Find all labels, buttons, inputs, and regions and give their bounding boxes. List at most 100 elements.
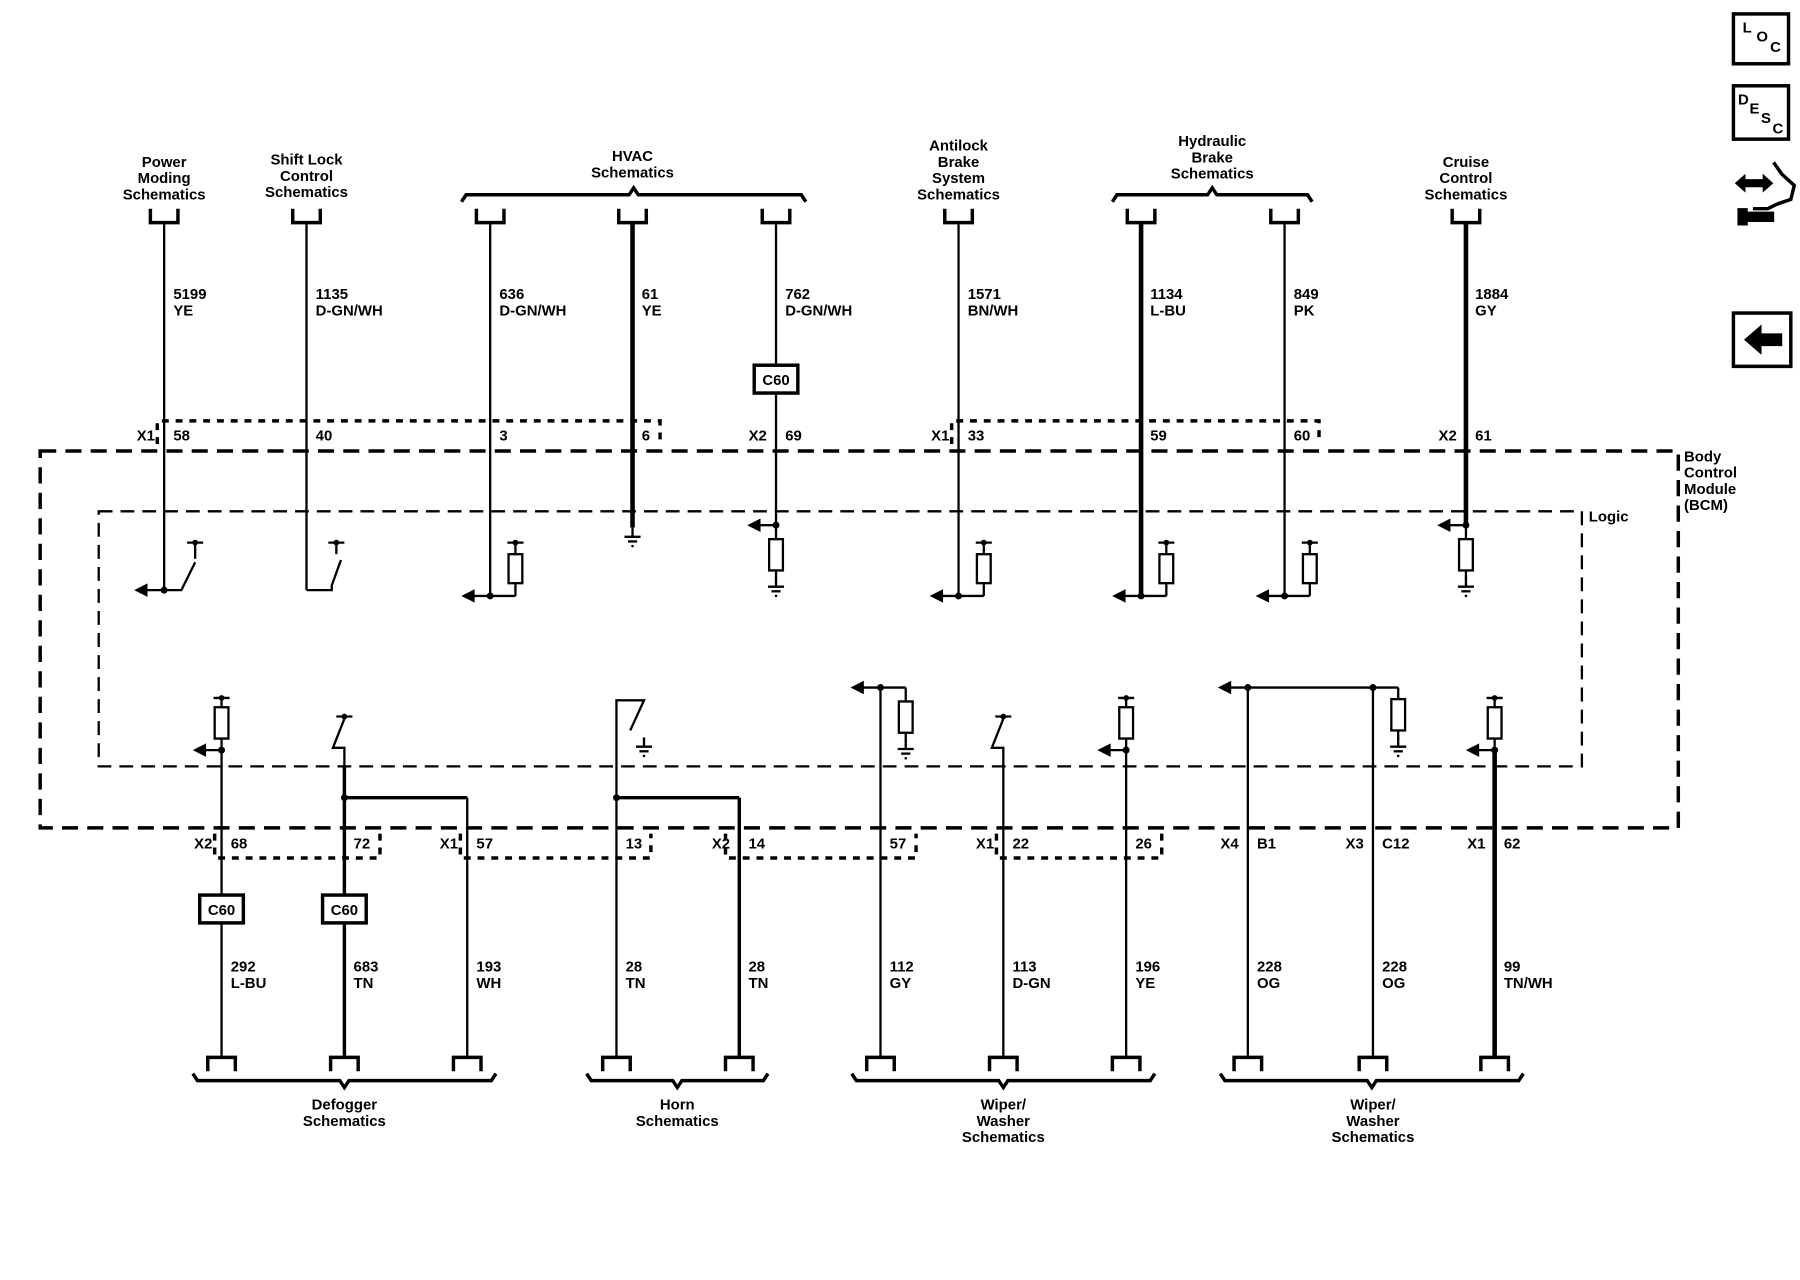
connector-id: X4 bbox=[1220, 836, 1239, 853]
connector-id: X1 bbox=[137, 428, 155, 445]
connector-id: X2 bbox=[1439, 428, 1457, 445]
pin-number: 62 bbox=[1504, 836, 1521, 853]
connector-id: X1 bbox=[1467, 836, 1485, 853]
desc-icon-letter: S bbox=[1761, 110, 1771, 127]
pin-number: 22 bbox=[1013, 836, 1030, 853]
terminal-icon bbox=[723, 1055, 755, 1072]
pullup-icon bbox=[980, 539, 987, 546]
connector-id: X2 bbox=[712, 836, 730, 853]
loc-icon-letter: O bbox=[1756, 29, 1768, 46]
wire-color: TN/WH bbox=[1504, 975, 1553, 992]
group-title: Horn bbox=[660, 1097, 695, 1114]
wire-color: L-BU bbox=[231, 975, 267, 992]
pullup-icon bbox=[341, 713, 348, 720]
wiper-brace bbox=[850, 1072, 1157, 1091]
group-title: Antilock bbox=[929, 138, 988, 155]
terminal-icon bbox=[148, 208, 180, 225]
pin-number: 68 bbox=[231, 836, 248, 853]
arrow-left-icon bbox=[1437, 518, 1451, 532]
resistor-icon bbox=[1158, 553, 1175, 585]
wire-color: D-GN bbox=[1013, 975, 1051, 992]
pullup-icon bbox=[1491, 695, 1498, 701]
pin-number: 60 bbox=[1294, 428, 1311, 445]
terminal-icon bbox=[1450, 208, 1482, 225]
group-title: Washer bbox=[977, 1113, 1030, 1130]
group-title: Control bbox=[280, 168, 333, 185]
resistor-icon bbox=[507, 553, 524, 585]
wire-color: WH bbox=[476, 975, 501, 992]
circuit-number: 28 bbox=[626, 959, 643, 976]
group-title: Schematics bbox=[591, 164, 674, 181]
circuit-number: 99 bbox=[1504, 959, 1521, 976]
terminal-icon bbox=[1357, 1055, 1389, 1072]
pin-number: 3 bbox=[499, 428, 507, 445]
inline-connector bbox=[198, 893, 246, 925]
wire-color: OG bbox=[1257, 975, 1280, 992]
bcm-boundary bbox=[38, 449, 1681, 830]
loc-icon-frame bbox=[1731, 12, 1791, 66]
logic-label: Logic bbox=[1589, 509, 1629, 526]
inline-connector bbox=[752, 363, 800, 395]
pin-number: 26 bbox=[1135, 836, 1152, 853]
group-title: Wiper/ bbox=[1350, 1097, 1396, 1114]
pin-number: 14 bbox=[748, 836, 765, 853]
connector-id: X1 bbox=[440, 836, 458, 853]
group-title: Brake bbox=[1192, 149, 1233, 166]
switch-icon bbox=[615, 699, 646, 798]
pin-number: 61 bbox=[1475, 428, 1492, 445]
group-title: Schematics bbox=[1171, 165, 1254, 182]
connector-id: X1 bbox=[976, 836, 994, 853]
group-title: Control bbox=[1439, 170, 1492, 187]
pin-number: 33 bbox=[968, 428, 985, 445]
back-arrow-icon bbox=[1744, 324, 1783, 355]
resistor-icon bbox=[975, 553, 992, 585]
connector-id: X2 bbox=[194, 836, 212, 853]
arrow-left-icon bbox=[192, 743, 207, 757]
pin-number: 57 bbox=[476, 836, 493, 853]
wire-color: D-GN/WH bbox=[785, 302, 852, 319]
circuit-number: 762 bbox=[785, 286, 810, 303]
junction-dot bbox=[1244, 684, 1252, 692]
terminal-icon bbox=[600, 1055, 632, 1072]
pullup-icon bbox=[1306, 539, 1313, 546]
switch-icon bbox=[306, 559, 343, 592]
terminal-icon bbox=[474, 208, 506, 225]
circuit-number: 292 bbox=[231, 959, 256, 976]
desc-icon-letter: E bbox=[1749, 101, 1759, 118]
connector-id: X2 bbox=[749, 428, 767, 445]
hvac-brace bbox=[460, 184, 808, 203]
group-title: Cruise bbox=[1443, 154, 1489, 171]
circuit-number: 196 bbox=[1135, 959, 1160, 976]
pin-number: 13 bbox=[626, 836, 643, 853]
switch-icon bbox=[164, 561, 197, 592]
desc-icon-frame bbox=[1731, 84, 1791, 141]
terminal-icon bbox=[1125, 208, 1157, 225]
loc-icon[interactable]: LOC bbox=[1731, 12, 1791, 66]
pin-number: 58 bbox=[173, 428, 190, 445]
arrow-left-icon bbox=[1112, 589, 1126, 603]
terminal-icon bbox=[1269, 208, 1301, 225]
resistor-icon bbox=[1118, 706, 1135, 740]
resistor-icon bbox=[1390, 697, 1407, 732]
logic-boundary bbox=[97, 510, 1584, 768]
circuit-number: 28 bbox=[748, 959, 765, 976]
wire-color: BN/WH bbox=[968, 302, 1019, 319]
back-arrow-icon[interactable] bbox=[1731, 311, 1793, 369]
terminal-icon bbox=[1110, 1055, 1142, 1072]
module-name: Module bbox=[1684, 481, 1736, 498]
group-title: HVAC bbox=[612, 148, 653, 165]
circuit-number: 193 bbox=[476, 959, 501, 976]
pin-number: 40 bbox=[316, 428, 333, 445]
terminal-icon bbox=[328, 1055, 360, 1072]
connector-tools-icon[interactable] bbox=[1734, 161, 1797, 226]
wire-color: TN bbox=[626, 975, 646, 992]
arrow-left-icon bbox=[929, 589, 944, 603]
